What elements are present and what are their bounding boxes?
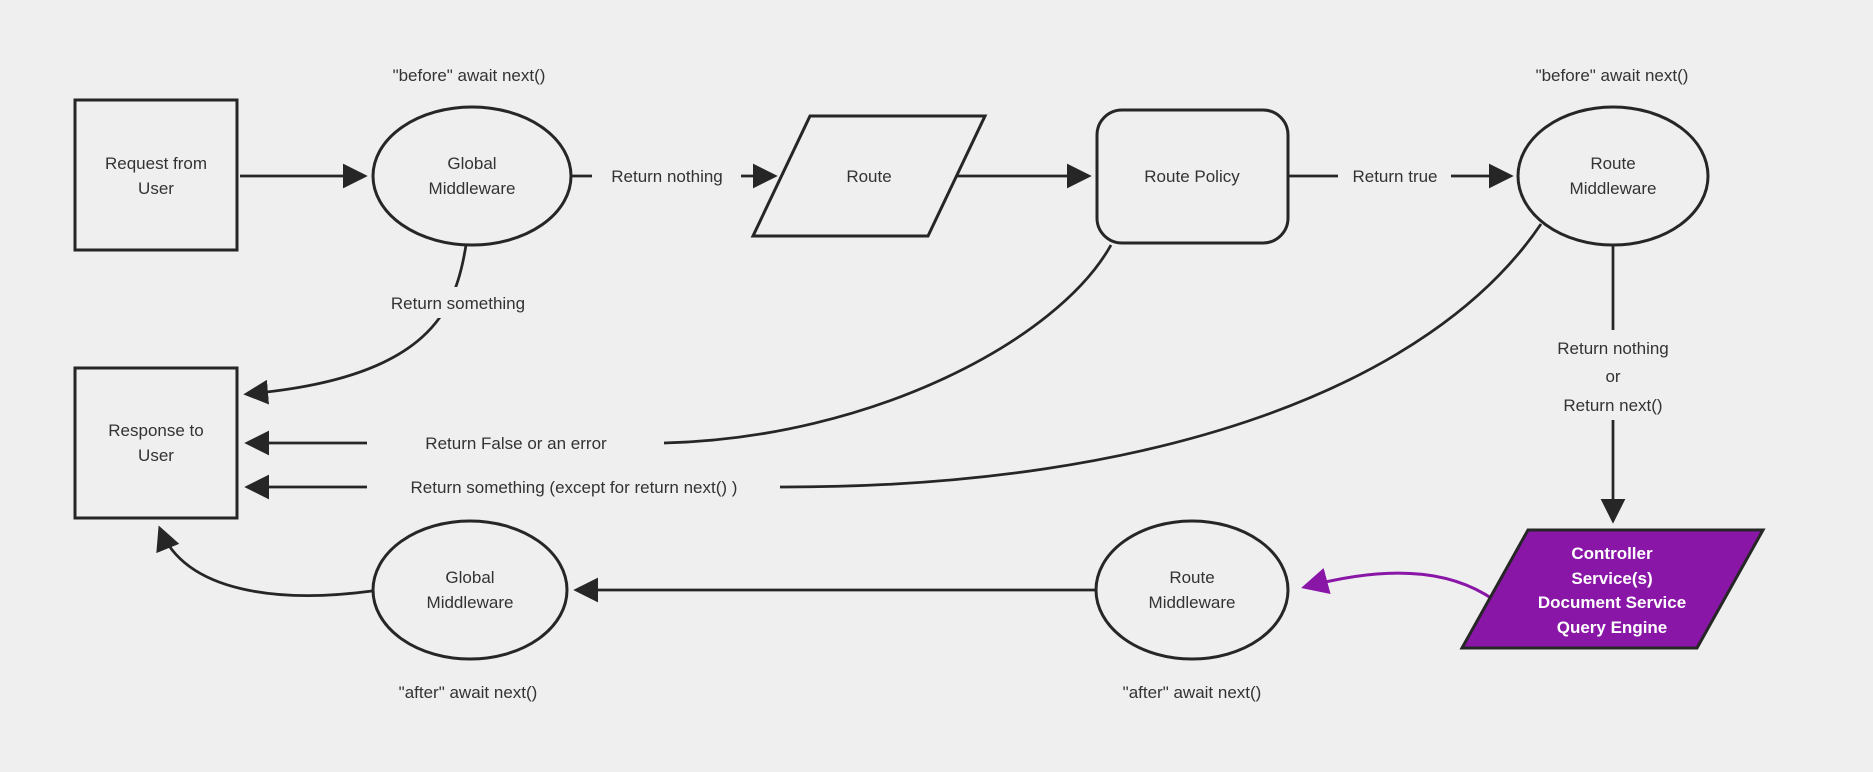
- edge-controller-to-route-middleware-bottom: [1301, 568, 1503, 608]
- controller-parallelogram: [1459, 528, 1766, 650]
- edge-global-middleware-return-something: [243, 244, 468, 405]
- edge-route-middleware-return-something-curve: [779, 223, 1543, 489]
- route-middleware-top-line2: Middleware: [1570, 179, 1657, 198]
- label-return-true: Return true: [1352, 167, 1437, 186]
- node-global-middleware-bottom: Global Middleware: [371, 519, 569, 661]
- label-return-something-except: Return something (except for return next…: [411, 478, 738, 497]
- route-middleware-bottom-line2: Middleware: [1149, 593, 1236, 612]
- label-return-something: Return something: [391, 294, 525, 313]
- global-middleware-bottom-line1: Global: [445, 568, 494, 587]
- edge-labels: "before" await next() "before" await nex…: [362, 66, 1688, 702]
- node-route-policy: Route Policy: [1095, 108, 1290, 245]
- global-middleware-bottom-line2: Middleware: [427, 593, 514, 612]
- label-return-false-or-error: Return False or an error: [425, 434, 607, 453]
- label-after-await-left: "after" await next(): [399, 683, 538, 702]
- node-request-from-user: Request from User: [73, 98, 239, 252]
- label-before-await-right: "before" await next(): [1536, 66, 1689, 85]
- response-label-line1: Response to: [108, 421, 203, 440]
- request-label-line1: Request from: [105, 154, 207, 173]
- label-return-nothing-or-line1: Return nothing: [1557, 339, 1669, 358]
- global-middleware-top-line1: Global: [447, 154, 496, 173]
- label-before-await-left: "before" await next(): [393, 66, 546, 85]
- global-middleware-bottom-ellipse: [371, 519, 569, 661]
- controller-line2: Service(s): [1571, 569, 1652, 588]
- edge-global-middleware-bottom-to-response: [156, 525, 373, 597]
- label-return-nothing-or-line3: Return next(): [1563, 396, 1662, 415]
- route-policy-rect: [1095, 108, 1290, 245]
- node-route-middleware-bottom: Route Middleware: [1094, 519, 1290, 661]
- response-label-line2: User: [138, 446, 174, 465]
- controller-line4: Query Engine: [1557, 618, 1668, 637]
- node-route-middleware-top: Route Middleware: [1516, 105, 1710, 247]
- route-parallelogram: [750, 114, 988, 238]
- global-middleware-top-ellipse: [371, 105, 573, 247]
- controller-line1: Controller: [1571, 544, 1653, 563]
- route-middleware-top-line1: Route: [1590, 154, 1635, 173]
- label-return-nothing-or-line2: or: [1605, 367, 1620, 386]
- route-label: Route: [846, 167, 891, 186]
- node-response-to-user: Response to User: [73, 366, 239, 520]
- edges: [156, 163, 1626, 608]
- edge-route-policy-return-false-curve: [663, 244, 1113, 445]
- route-policy-label: Route Policy: [1144, 167, 1240, 186]
- route-middleware-bottom-line1: Route: [1169, 568, 1214, 587]
- route-middleware-top-ellipse: [1516, 105, 1710, 247]
- global-middleware-top-line2: Middleware: [429, 179, 516, 198]
- response-rect: [73, 366, 239, 520]
- label-return-nothing-top: Return nothing: [611, 167, 723, 186]
- request-label-line2: User: [138, 179, 174, 198]
- label-after-await-right: "after" await next(): [1123, 683, 1262, 702]
- node-controller-services: Controller Service(s) Document Service Q…: [1459, 528, 1766, 650]
- controller-line3: Document Service: [1538, 593, 1686, 612]
- label-bg-return-something: [362, 287, 554, 318]
- route-middleware-bottom-ellipse: [1094, 519, 1290, 661]
- request-rect: [73, 98, 239, 252]
- node-route: Route: [750, 114, 988, 238]
- node-global-middleware-top: Global Middleware: [371, 105, 573, 247]
